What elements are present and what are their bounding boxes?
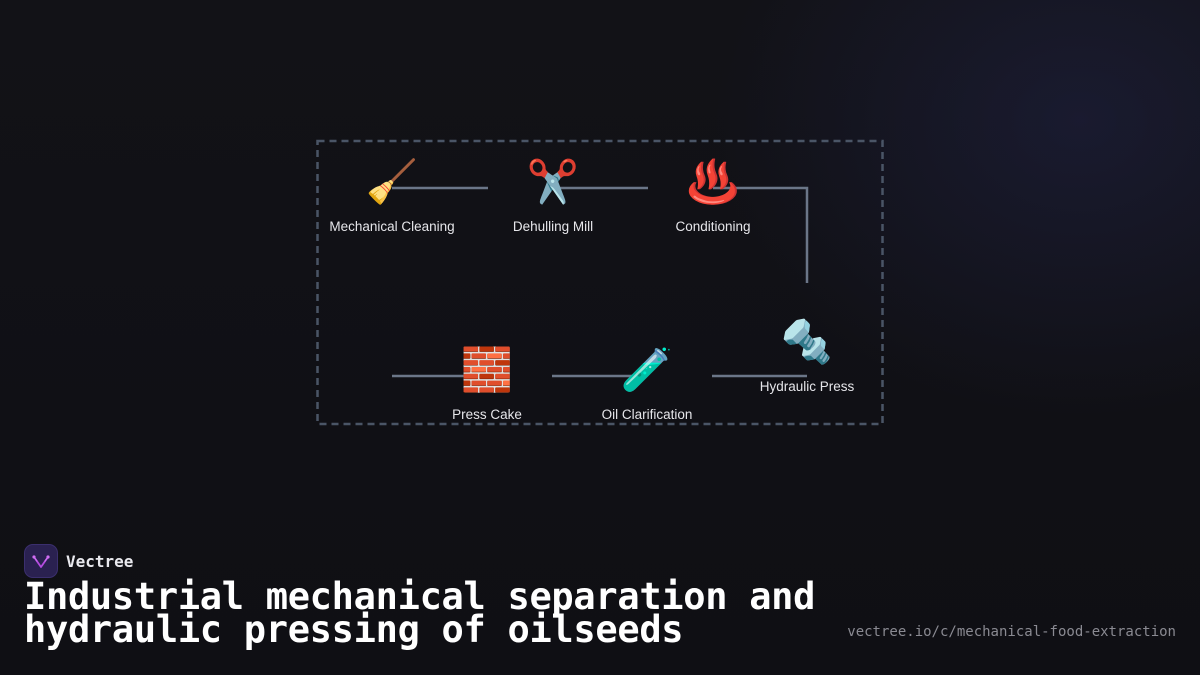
- node-label-conditioning: Conditioning: [675, 219, 751, 234]
- broom-icon: 🧹: [365, 157, 419, 206]
- node-label-mechanical-cleaning: Mechanical Cleaning: [329, 219, 455, 234]
- brand-name: Vectree: [66, 551, 134, 571]
- vectree-logo-icon: [24, 544, 58, 578]
- nut-and-bolt-icon: 🔩: [780, 317, 834, 366]
- node-label-dehulling-mill: Dehulling Mill: [512, 219, 594, 234]
- node-label-oil-clarification: Oil Clarification: [601, 407, 693, 422]
- page-title: Industrial mechanical separation and hyd…: [24, 575, 816, 651]
- brand: Vectree: [24, 544, 133, 578]
- diagram-edge: [713, 186, 809, 283]
- node-label-press-cake: Press Cake: [452, 407, 522, 422]
- scissors-icon: ✂️: [526, 157, 580, 206]
- hot-springs-icon: ♨️: [686, 157, 740, 206]
- node-label-hydraulic-press: Hydraulic Press: [759, 379, 855, 394]
- diagram-frame: [316, 139, 884, 426]
- source-url: vectree.io/c/mechanical-food-extraction: [847, 624, 1176, 640]
- brick-icon: 🧱: [460, 345, 514, 394]
- test-tube-icon: 🧪: [620, 345, 674, 394]
